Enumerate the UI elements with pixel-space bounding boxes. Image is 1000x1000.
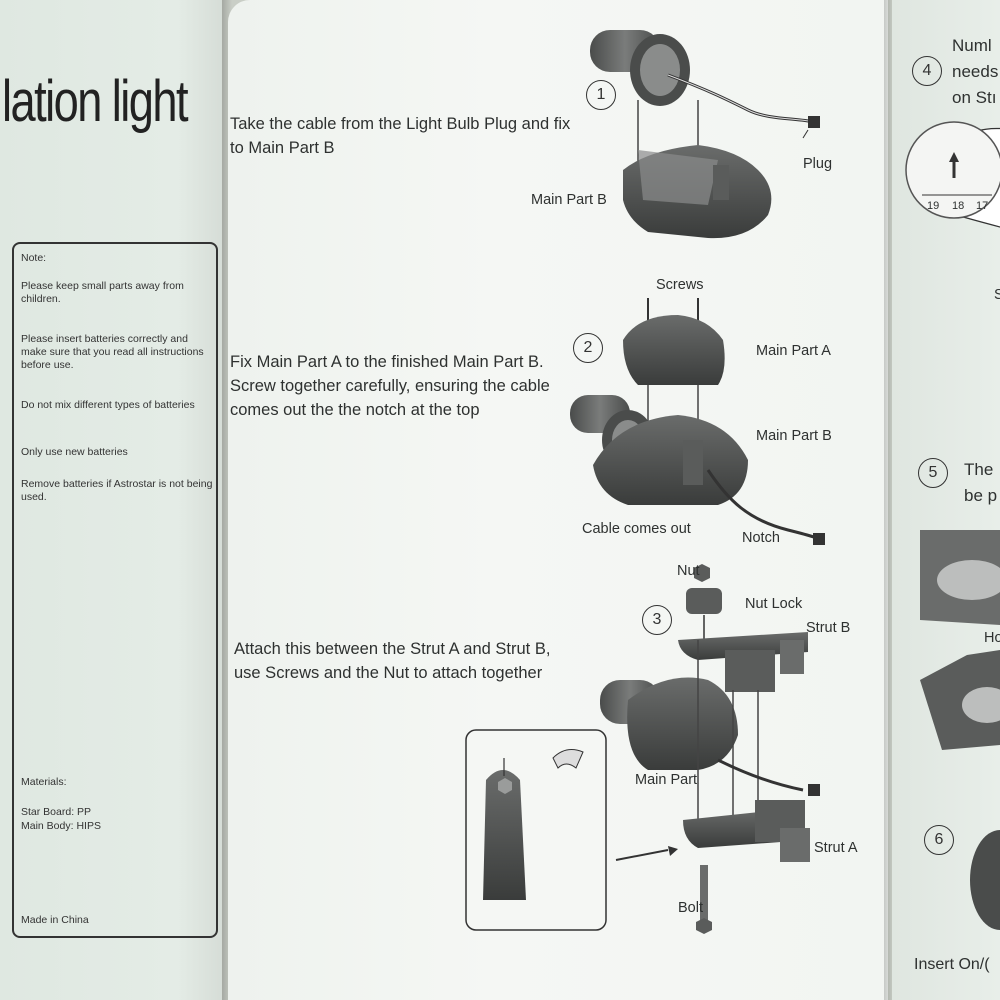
- step4-side-letter: S: [994, 287, 1000, 303]
- step4-scale: [905, 121, 1000, 228]
- label-bolt: Bolt: [678, 900, 703, 916]
- step2-illustration: [570, 298, 825, 545]
- label-screws: Screws: [656, 277, 704, 293]
- step3-illustration: [465, 564, 820, 934]
- label-cable-comes-out: Cable comes out: [582, 521, 691, 537]
- label-main-part-b: Main Part B: [531, 192, 607, 208]
- label-notch: Notch: [742, 530, 780, 546]
- right-page: 4 Numl needs on Stı 19 18 17 S 5 The be …: [892, 0, 1000, 1000]
- instruction-page: Take the cable from the Light Bulb Plug …: [228, 0, 888, 1000]
- step4-line: needs: [952, 62, 999, 81]
- label-strut-a: Strut A: [814, 840, 858, 856]
- step4-number: 4: [912, 56, 942, 86]
- material-item: Star Board: PP: [21, 806, 92, 818]
- label-main-part-b-2: Main Part B: [756, 428, 832, 444]
- page-fold-right: [884, 0, 894, 1000]
- note-item: Remove batteries if Astrostar is not bei…: [21, 478, 213, 503]
- step5-line: The: [964, 460, 994, 479]
- left-page: lation light Note: Please keep small par…: [0, 0, 222, 1000]
- step2-instruction: Fix Main Part A to the finished Main Par…: [230, 353, 550, 419]
- label-main-part: Main Part: [635, 772, 698, 788]
- right-illustrations: [905, 121, 1000, 930]
- materials-heading: Materials:: [21, 776, 67, 788]
- step4-line: on Stı: [952, 88, 997, 107]
- step1-illustration: [590, 30, 820, 239]
- step5-number: 5: [918, 458, 948, 488]
- step6-illustration: [970, 830, 1000, 930]
- step4-line: Numl: [952, 36, 992, 55]
- note-item: Do not mix different types of batteries: [21, 399, 195, 411]
- made-in-label: Made in China: [21, 914, 89, 926]
- label-nut-lock: Nut Lock: [745, 596, 803, 612]
- step2-number: 2: [573, 333, 603, 363]
- scale-tick: 19: [927, 200, 940, 212]
- step1-instruction: Take the cable from the Light Bulb Plug …: [230, 115, 571, 157]
- scale-tick: 18: [952, 200, 965, 212]
- label-strut-b: Strut B: [806, 620, 851, 636]
- page-fold: [222, 0, 232, 1000]
- material-item: Main Body: HIPS: [21, 820, 101, 832]
- step6-number: 6: [924, 825, 954, 855]
- label-nut: Nut: [677, 563, 700, 579]
- step5-illustration: [920, 530, 1000, 750]
- note-box: Note: Please keep small parts away from …: [12, 242, 218, 938]
- note-item: Please keep small parts away from childr…: [21, 280, 184, 305]
- bottom-instruction: Insert On/(: [914, 956, 990, 973]
- assembly-illustrations: [465, 30, 825, 934]
- note-heading: Note:: [21, 252, 47, 264]
- note-item: Please insert batteries correctly and ma…: [21, 333, 204, 371]
- step5-label: Ho: [984, 630, 1000, 646]
- step1-number: 1: [586, 80, 616, 110]
- label-plug: Plug: [803, 156, 833, 172]
- page-title: lation light: [2, 69, 189, 134]
- step5-line: be p: [964, 486, 998, 505]
- step3-number: 3: [642, 605, 672, 635]
- scale-tick: 17: [976, 200, 989, 212]
- step3-instruction: Attach this between the Strut A and Stru…: [234, 640, 551, 682]
- note-item: Only use new batteries: [21, 446, 128, 458]
- label-main-part-a: Main Part A: [756, 343, 831, 359]
